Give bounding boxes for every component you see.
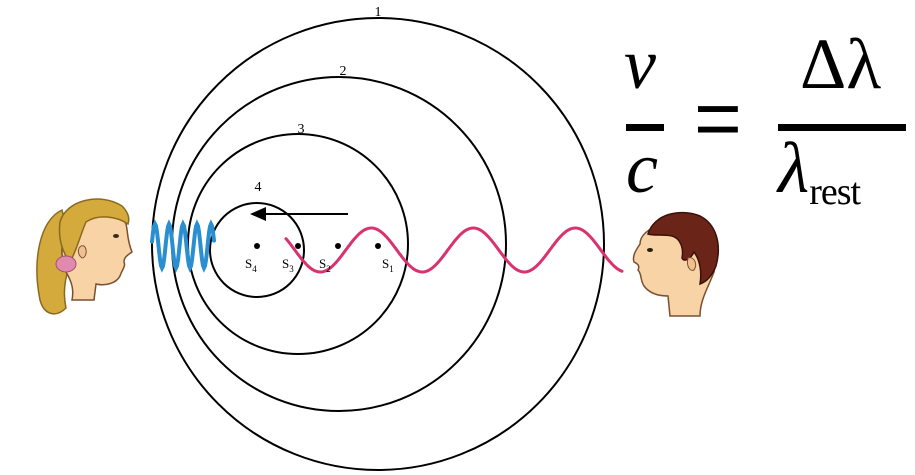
- source-dot-2: [335, 243, 341, 249]
- compressed-wave: [150, 219, 216, 273]
- fraction-bar-left: [626, 124, 664, 131]
- wavefront-label-1: 1: [375, 5, 382, 20]
- equation-subscript-rest: rest: [809, 171, 861, 213]
- girl-observer-icon: [36, 198, 133, 315]
- source-label-1: S1: [382, 256, 394, 274]
- wavefront-label-2: 2: [340, 64, 347, 79]
- source-label-2: S2: [319, 256, 331, 274]
- equation-velocity: v: [624, 24, 656, 104]
- equation-light-speed: c: [626, 128, 658, 208]
- wavefront-1: [151, 17, 605, 471]
- boy-observer-icon: [632, 211, 720, 317]
- wavefront-label-4: 4: [255, 180, 262, 195]
- source-dot-4: [254, 243, 260, 249]
- doppler-equation: v c = Δλ λrest: [612, 28, 912, 218]
- equation-equals: =: [694, 73, 742, 164]
- source-label-4: S4: [245, 256, 257, 274]
- source-label-3: S3: [282, 256, 294, 274]
- equation-delta-lambda: Δλ: [800, 24, 882, 104]
- stretched-wave: [284, 226, 624, 274]
- source-dot-1: [375, 243, 381, 249]
- wavefront-4: [209, 202, 305, 298]
- motion-arrow-head: [250, 207, 266, 221]
- source-dot-3: [295, 243, 301, 249]
- equation-lambda: λ: [778, 128, 810, 208]
- equation-lambda-rest: λrest: [778, 132, 861, 213]
- fraction-bar-right: [778, 124, 906, 131]
- wavefront-label-3: 3: [298, 122, 305, 137]
